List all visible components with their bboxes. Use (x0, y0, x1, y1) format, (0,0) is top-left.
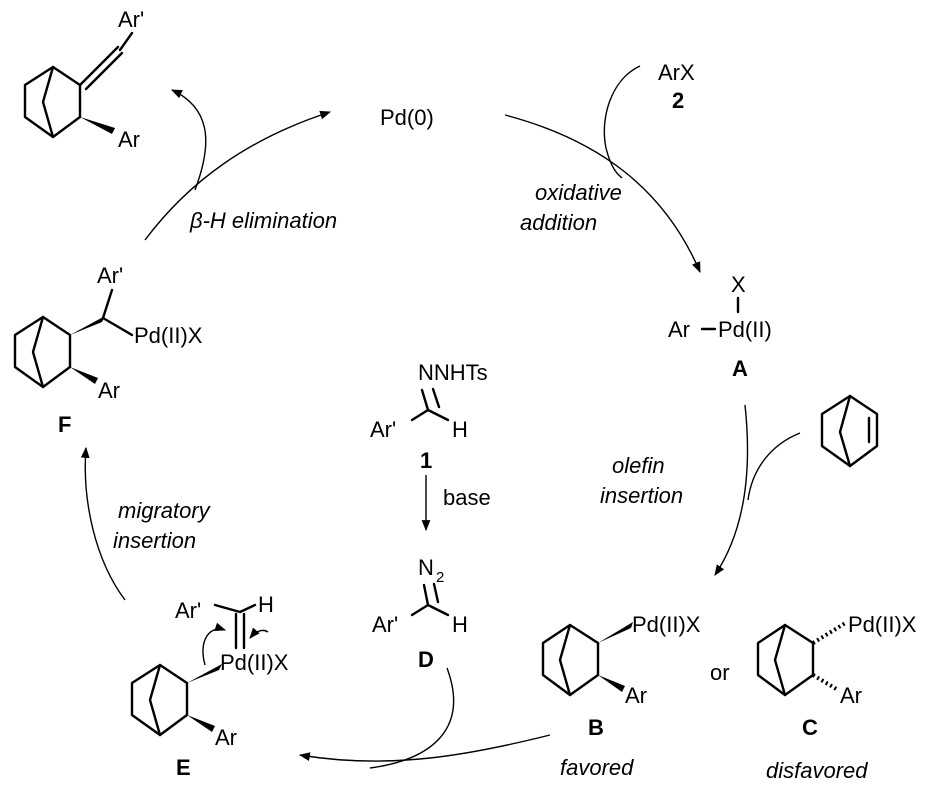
c-pd-label: Pd(II)X (848, 612, 917, 637)
migratory-label-1: migratory (118, 498, 212, 523)
favored-label: favored (560, 755, 634, 780)
hydrazone-ar-prime: Ar' (370, 417, 396, 442)
e-electron-curve-1 (202, 622, 227, 666)
f-ar-label: Ar (98, 378, 120, 403)
e-carbene-bonds (213, 603, 257, 614)
arx-entry-curve (603, 65, 641, 179)
norbornane-b (541, 623, 600, 697)
f-pd-label: Pd(II)X (134, 323, 203, 348)
olefin-label-1: olefin (612, 453, 665, 478)
b-ar-wedge (598, 675, 625, 692)
norbornane-e (130, 663, 189, 737)
hydrazone-bonds (410, 388, 450, 422)
beta-rest: -H elimination (203, 208, 338, 233)
hydrazone-h: H (452, 417, 468, 442)
arrow-oxidative-addition (504, 114, 701, 274)
diazo-entry-curve (369, 667, 455, 769)
norbornane-product (23, 65, 82, 139)
diazo-bonds (410, 583, 450, 617)
migratory-label-2: insertion (113, 528, 196, 553)
oxidative-label-2: addition (520, 210, 597, 235)
diazo-double-bond (432, 582, 440, 604)
arx-number: 2 (672, 88, 684, 113)
or-label: or (710, 660, 730, 685)
c-ar-label: Ar (840, 683, 862, 708)
label-c: C (802, 715, 818, 740)
a-x-label: X (731, 272, 746, 297)
e-ar-prime: Ar' (175, 598, 201, 623)
f-ar-wedge (70, 367, 98, 384)
a-ar-label: Ar (668, 317, 690, 342)
b-pd-label: Pd(II)X (632, 612, 701, 637)
arrow-b-to-e (298, 734, 551, 762)
hydrazone-double-bond (431, 387, 441, 409)
e-pd-wedge (187, 664, 222, 683)
label-f: F (58, 412, 71, 437)
hydrazone-nnhts: NNHTs (418, 360, 488, 385)
base-label: base (443, 485, 491, 510)
e-pd-label: Pd(II)X (220, 650, 289, 675)
norbornane-f (13, 315, 72, 389)
norbornene-entry-curve (747, 432, 801, 501)
beta-symbol: β (189, 208, 203, 233)
diazo-n-sub: 2 (436, 569, 444, 586)
label-d: D (418, 647, 434, 672)
product-exit-arrow (171, 89, 207, 191)
disfavored-label: disfavored (766, 758, 868, 783)
arrow-beta-h-elimination (144, 110, 332, 241)
c-pd-hash (811, 620, 849, 645)
arx-label: ArX (658, 60, 695, 85)
b-ar-label: Ar (625, 683, 647, 708)
norbornene-reagent (820, 394, 879, 468)
b-pd-wedge (598, 622, 633, 643)
olefin-label-2: insertion (600, 483, 683, 508)
diazo-h: H (452, 612, 468, 637)
label-b: B (588, 715, 604, 740)
product-ar-prime-bond (118, 31, 134, 52)
e-ar-label: Ar (215, 725, 237, 750)
arrow-migratory-insertion (80, 446, 126, 601)
product-exo-double-bond-a (78, 45, 120, 87)
product-ar-label: Ar (118, 127, 140, 152)
a-pd-label: Pd(II) (718, 317, 772, 342)
diazo-n: N (418, 555, 434, 580)
oxidative-label-1: oxidative (535, 180, 622, 205)
f-c-pd-bond (101, 316, 134, 337)
product-exo-double-bond-b (84, 51, 124, 91)
e-h-label: H (258, 592, 274, 617)
f-c-wedge (70, 316, 105, 335)
f-ar-prime: Ar' (97, 263, 123, 288)
label-a: A (732, 356, 748, 381)
arrow-olefin-insertion (714, 404, 749, 576)
label-e: E (176, 755, 191, 780)
f-c-ar-prime-bond (101, 288, 114, 320)
pd0-label: Pd(0) (380, 105, 434, 130)
e-electron-curve-2 (249, 627, 269, 639)
beta-h-label: β-H elimination (189, 208, 337, 233)
c-ar-hash (811, 673, 840, 692)
product-ar-prime: Ar' (118, 7, 144, 32)
diazo-ar-prime: Ar' (372, 612, 398, 637)
product-ar-wedge (80, 117, 115, 134)
hydrazone-number: 1 (420, 448, 432, 473)
e-ar-wedge (187, 715, 215, 732)
norbornane-c (756, 623, 815, 697)
